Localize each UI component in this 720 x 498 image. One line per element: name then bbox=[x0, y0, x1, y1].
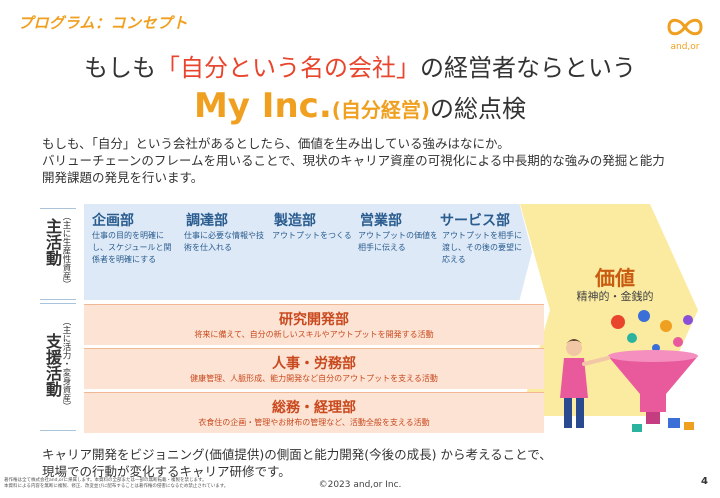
divider bbox=[40, 208, 76, 209]
divider bbox=[40, 303, 76, 304]
title-line1-post: の経営者ならという bbox=[420, 54, 636, 82]
support-activity-label: 支援活動 （主に活力・変身資産） bbox=[40, 303, 76, 431]
chevron-planning: 企画部 仕事の目的を明確にし、スケジュールと関係者を明確にする bbox=[84, 204, 188, 300]
support-bar-admin: 総務・経理部 衣食住の企画・管理やお財布の管理など、活動全般を支える活動 bbox=[84, 392, 544, 433]
intro-line: バリューチェーンのフレームを用いることで、現状のキャリア資産の可視化による中長期… bbox=[42, 153, 665, 168]
support-label-main: 支援活動 bbox=[43, 333, 62, 397]
footnote-line: 著作権は全て株式会社and,orに帰属します。本資料の全部または一部の無断転載・… bbox=[4, 478, 207, 483]
support-label-sub: （主に活力・変身資産） bbox=[61, 317, 71, 411]
divider bbox=[40, 299, 76, 300]
mail-icon bbox=[683, 315, 693, 325]
intro-line: 開発課題の発見を行います。 bbox=[42, 170, 204, 185]
infinity-logo-icon bbox=[667, 18, 703, 36]
chevron-desc: 仕事の目的を明確にし、スケジュールと関係者を明確にする bbox=[92, 231, 172, 264]
footnote: 著作権は全て株式会社and,orに帰属します。本資料の全部または一部の無断転載・… bbox=[4, 478, 284, 490]
support-title: 人事・労務部 bbox=[272, 356, 356, 372]
support-bar-rnd: 研究開発部 将来に備えて、自分の新しいスキルやアウトプットを開発する活動 bbox=[84, 304, 544, 345]
primary-label-main: 主活動 bbox=[43, 218, 62, 266]
summary-line: キャリア開発をビジョニング(価値提供)の側面と能力開発(今後の成長) から考える… bbox=[42, 447, 552, 462]
value-title: 価値 bbox=[595, 266, 635, 290]
chevron-title: 営業部 bbox=[360, 213, 402, 229]
logo-text: and,or bbox=[670, 42, 700, 52]
chevron-service: サービス部 アウトプットを相手に渡し、その後の要望に応える bbox=[428, 204, 532, 300]
support-desc: 健康管理、人脈形成、能力開発など自分のアウトプットを支える活動 bbox=[190, 374, 438, 383]
company-logo: and,or bbox=[662, 14, 708, 52]
support-title: 総務・経理部 bbox=[272, 400, 356, 416]
primary-activity-label: 主活動 （主に生産性資産） bbox=[40, 208, 76, 300]
heart-icon bbox=[611, 315, 625, 329]
at-icon bbox=[673, 337, 683, 347]
support-desc: 衣食住の企画・管理やお財布の管理など、活動全般を支える活動 bbox=[198, 418, 430, 427]
chevron-title: 企画部 bbox=[92, 213, 134, 229]
chevron-desc: アウトプットを相手に渡し、その後の要望に応える bbox=[442, 231, 522, 264]
page-number: 4 bbox=[701, 476, 708, 487]
support-bar-hr: 人事・労務部 健康管理、人脈形成、能力開発など自分のアウトプットを支える活動 bbox=[84, 348, 544, 389]
copyright: ©2023 and,or Inc. bbox=[318, 480, 402, 490]
title-line1-pre: もしも bbox=[84, 54, 156, 82]
intro-text: もしも、「自分」という会社があるとしたら、価値を生み出している強みはなにか。 バ… bbox=[42, 135, 692, 186]
summary-text: キャリア開発をビジョニング(価値提供)の側面と能力開発(今後の成長) から考える… bbox=[42, 446, 662, 480]
intro-line: もしも、「自分」という会社があるとしたら、価値を生み出している強みはなにか。 bbox=[42, 136, 510, 151]
title-jibun: (自分経営) bbox=[331, 98, 431, 122]
primary-label-sub: （主に生産性資産） bbox=[61, 212, 71, 289]
title-myinc: My Inc. bbox=[193, 86, 332, 126]
star-icon bbox=[660, 320, 672, 332]
chevron-procurement: 調達部 仕事に必要な情報や技術を仕入れる bbox=[170, 204, 274, 300]
chevron-sales: 営業部 アウトプットの価値を相手に伝える bbox=[342, 204, 446, 300]
support-desc: 将来に備えて、自分の新しいスキルやアウトプットを開発する活動 bbox=[194, 330, 434, 339]
chevron-title: 調達部 bbox=[186, 213, 228, 229]
title-highlight: 「自分という名の会社」 bbox=[156, 54, 420, 82]
chevron-title: 製造部 bbox=[274, 213, 316, 229]
chat-icon bbox=[638, 310, 650, 322]
value-funnel-illustration bbox=[560, 310, 698, 432]
divider bbox=[40, 430, 76, 431]
program-label: プログラム：コンセプト bbox=[18, 14, 189, 32]
title-line1: もしも「自分という名の会社」の経営者ならという bbox=[0, 48, 720, 83]
title-line2-post: の総点検 bbox=[430, 95, 527, 123]
summary-line: 現場での行動が変化するキャリア研修です。 bbox=[42, 464, 291, 479]
like-icon bbox=[627, 333, 637, 343]
chevron-manufacturing: 製造部 アウトプットをつくる bbox=[256, 204, 360, 300]
primary-activity-chevrons: 企画部 仕事の目的を明確にし、スケジュールと関係者を明確にする 調達部 仕事に必… bbox=[84, 204, 532, 300]
value-subtitle: 精神的・金銭的 bbox=[576, 290, 654, 303]
chevron-desc: 仕事に必要な情報や技術を仕入れる bbox=[184, 231, 264, 252]
title-line2: My Inc.(自分経営)の総点検 bbox=[0, 86, 720, 126]
chevron-desc: アウトプットをつくる bbox=[272, 231, 352, 240]
dot-icon bbox=[652, 344, 660, 352]
chevron-desc: アウトプットの価値を相手に伝える bbox=[358, 231, 438, 252]
chevron-title: サービス部 bbox=[440, 213, 510, 229]
footnote-line: 本資料による内容を無断に複製、修正、改変並びに配布することは著作権の侵害になるた… bbox=[4, 484, 229, 489]
support-title: 研究開発部 bbox=[279, 312, 349, 328]
